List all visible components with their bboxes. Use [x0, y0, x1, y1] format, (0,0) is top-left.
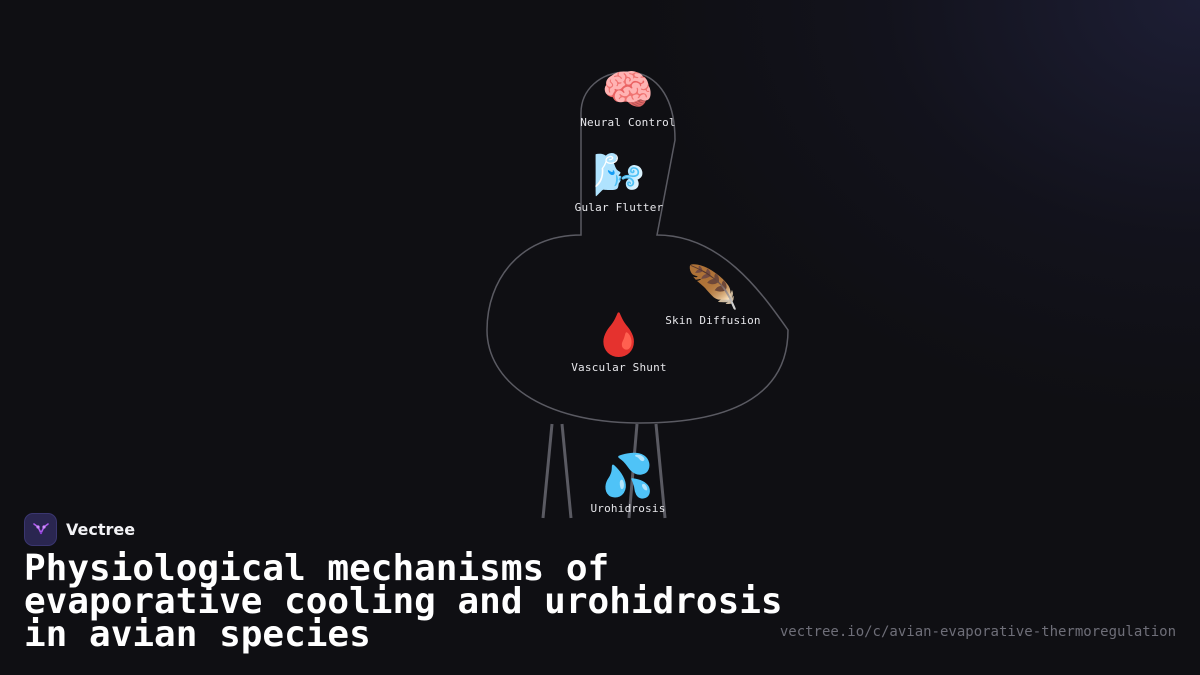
mechanism-vascular-shunt: 🩸 Vascular Shunt [571, 313, 667, 374]
mechanism-gular-flutter: 🌬️ Gular Flutter [575, 153, 664, 214]
page-title: Physiological mechanisms of evaporative … [24, 548, 783, 655]
mechanism-urohidrosis: 💦 Urohidrosis [590, 454, 665, 515]
bird-leg-right-back [654, 423, 667, 519]
brand-name: Vectree [66, 519, 136, 539]
mechanism-label: Gular Flutter [574, 201, 664, 214]
brand[interactable]: Vectree [24, 512, 135, 546]
brain-icon: 🧠 [601, 68, 655, 114]
blood-drop-icon: 🩸 [592, 313, 646, 359]
feather-icon: 🪶 [686, 266, 740, 312]
source-url[interactable]: vectree.io/c/avian-evaporative-thermoreg… [779, 624, 1176, 640]
vectree-logo-icon [24, 512, 57, 546]
bird-leg-left-front [541, 423, 554, 519]
wind-face-icon: 🌬️ [592, 153, 646, 199]
bird-leg-left-back [560, 423, 573, 519]
mechanism-label: Vascular Shunt [571, 361, 667, 374]
mechanism-label: Neural Control [580, 116, 676, 129]
mechanism-skin-diffusion: 🪶 Skin Diffusion [665, 266, 761, 327]
mechanism-label: Skin Diffusion [665, 314, 761, 327]
sweat-droplets-icon: 💦 [601, 454, 655, 500]
bird-leg-right-front [627, 423, 639, 519]
mechanism-neural-control: 🧠 Neural Control [580, 68, 676, 129]
mechanism-label: Urohidrosis [590, 502, 666, 515]
bird-body-outline [486, 71, 789, 424]
